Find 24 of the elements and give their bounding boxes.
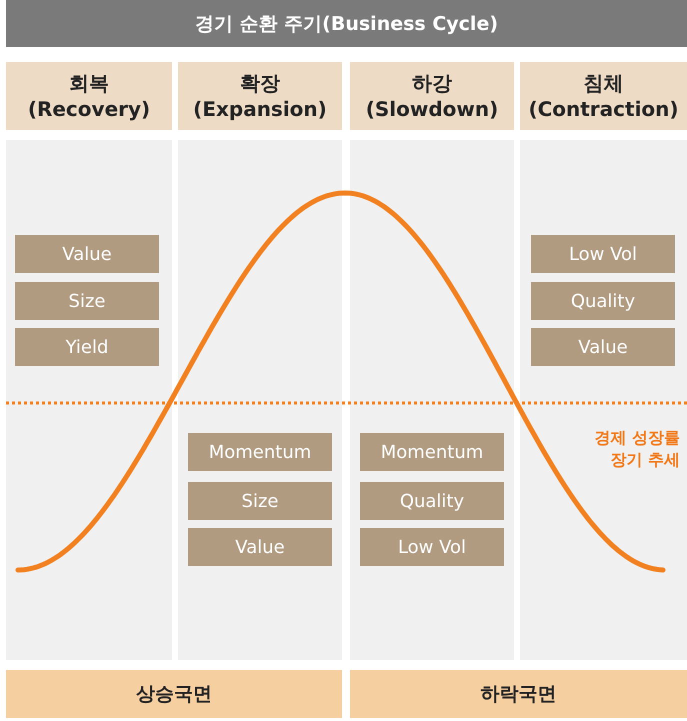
phase-panel [6, 140, 172, 660]
factor-box: Quality [531, 282, 675, 320]
phase-panel [520, 140, 687, 660]
trend-label: 경제 성장률 장기 추세 [593, 427, 680, 472]
phase-header: 확장 (Expansion) [178, 62, 342, 130]
factor-box: Low Vol [360, 528, 504, 566]
factor-box: Quality [360, 482, 504, 520]
factor-box: Momentum [360, 433, 504, 471]
factor-box: Yield [15, 328, 159, 366]
title-bar: 경기 순환 주기(Business Cycle) [6, 0, 687, 47]
phase-header: 침체 (Contraction) [520, 62, 687, 130]
factor-box: Size [15, 282, 159, 320]
factor-box: Low Vol [531, 235, 675, 273]
phase-panel [350, 140, 514, 660]
factor-box: Size [188, 482, 332, 520]
phase-band: 상승국면 [6, 670, 342, 718]
factor-box: Momentum [188, 433, 332, 471]
phase-header: 회복 (Recovery) [6, 62, 172, 130]
phase-panel [178, 140, 342, 660]
factor-box: Value [531, 328, 675, 366]
phase-band: 하락국면 [350, 670, 687, 718]
factor-box: Value [188, 528, 332, 566]
factor-box: Value [15, 235, 159, 273]
phase-header: 하강 (Slowdown) [350, 62, 514, 130]
